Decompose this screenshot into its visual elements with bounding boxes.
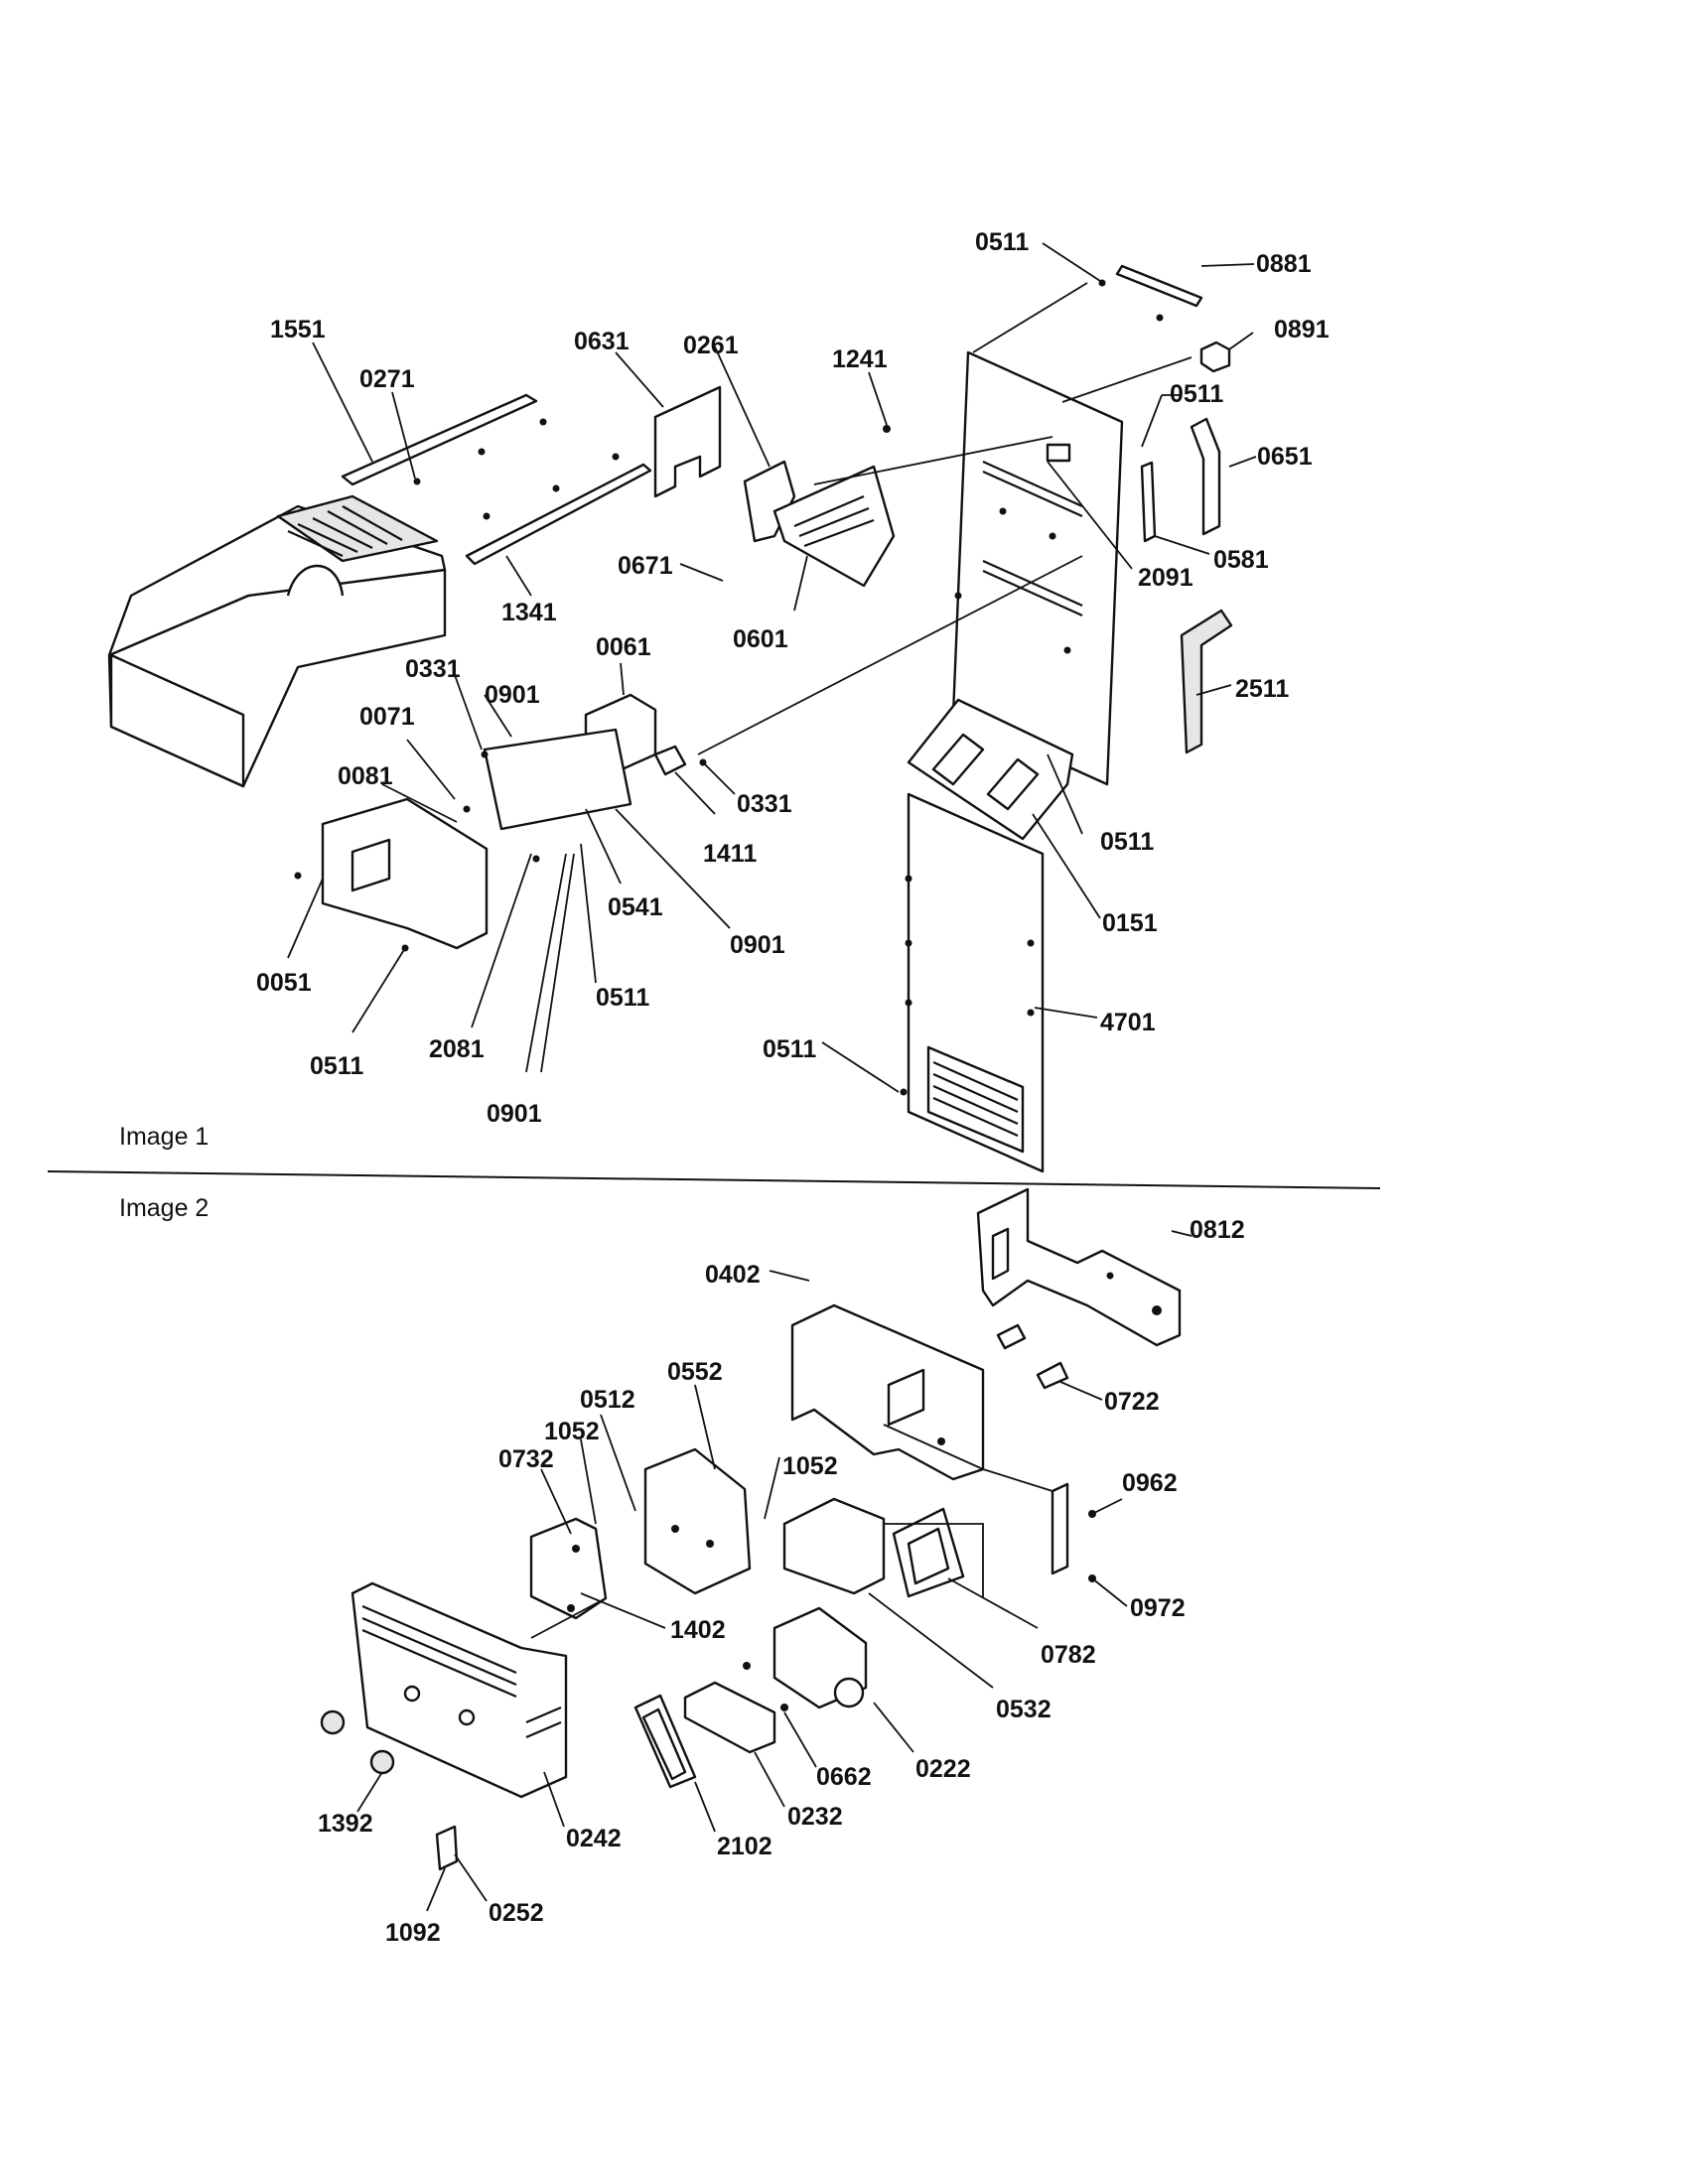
part-0631 xyxy=(653,385,722,498)
callout-0071: 0071 xyxy=(359,703,415,731)
callout-2081: 2081 xyxy=(429,1035,485,1063)
callout-1402: 1402 xyxy=(670,1616,726,1644)
callout-0901: 0901 xyxy=(487,1100,542,1128)
callout-1241: 1241 xyxy=(832,345,888,373)
callout-0671: 0671 xyxy=(618,552,673,580)
strip-2511 xyxy=(1180,609,1233,754)
cover-0881 xyxy=(1115,264,1203,308)
bracket-0901 xyxy=(483,728,632,831)
housing-0402 xyxy=(790,1303,985,1481)
callout-0512: 0512 xyxy=(580,1386,635,1414)
callout-1052: 1052 xyxy=(782,1452,838,1480)
callout-0581: 0581 xyxy=(1213,546,1269,574)
callout-1341: 1341 xyxy=(501,599,557,626)
screw-1241 xyxy=(883,425,891,433)
callout-0532: 0532 xyxy=(996,1696,1052,1723)
callout-0552: 0552 xyxy=(667,1358,723,1386)
panel-4701 xyxy=(900,792,1045,1173)
callout-0511: 0511 xyxy=(1100,828,1154,856)
callout-0511: 0511 xyxy=(975,228,1029,256)
callout-0901: 0901 xyxy=(485,681,540,709)
callout-0511: 0511 xyxy=(310,1052,363,1080)
box-0532 xyxy=(782,1497,886,1595)
callout-0651: 0651 xyxy=(1257,443,1313,471)
callout-0151: 0151 xyxy=(1102,909,1158,937)
callout-0061: 0061 xyxy=(596,633,651,661)
callout-0232: 0232 xyxy=(787,1803,843,1831)
housing-0051 xyxy=(294,797,540,952)
callout-0631: 0631 xyxy=(574,328,630,355)
panel-0242 xyxy=(351,1581,568,1799)
callout-0601: 0601 xyxy=(733,625,788,653)
callout-0782: 0782 xyxy=(1041,1641,1096,1669)
callout-0722: 0722 xyxy=(1104,1388,1160,1416)
bracket-0812 xyxy=(976,1187,1182,1347)
strip-0651 xyxy=(1190,417,1221,536)
callout-0261: 0261 xyxy=(683,332,739,359)
callout-0511: 0511 xyxy=(596,984,649,1012)
callout-0222: 0222 xyxy=(915,1755,971,1783)
bracket-0581 xyxy=(1140,461,1157,543)
section-title-image-2: Image 2 xyxy=(119,1194,209,1222)
image-2-section: Image 2 xyxy=(119,1187,1245,1947)
callout-0891: 0891 xyxy=(1274,316,1330,343)
plate-0782-window xyxy=(907,1527,950,1585)
callout-0252: 0252 xyxy=(489,1899,544,1927)
callout-0962: 0962 xyxy=(1122,1469,1178,1497)
bracket-0232 xyxy=(683,1681,776,1754)
image-1-section: 0511 0881 0891 0511 0651 1551 0271 0631 … xyxy=(107,228,1330,1173)
callout-1411: 1411 xyxy=(703,840,757,868)
callout-1092: 1092 xyxy=(385,1919,441,1947)
fitting-1411 xyxy=(653,745,687,776)
pin-0722-a xyxy=(996,1323,1027,1350)
callout-1392: 1392 xyxy=(318,1810,373,1838)
callout-0541: 0541 xyxy=(608,893,663,921)
callout-0242: 0242 xyxy=(566,1825,622,1852)
bracket-0962 xyxy=(1051,1482,1069,1575)
ice-bucket xyxy=(107,494,447,788)
callout-2511: 2511 xyxy=(1235,675,1289,703)
callout-0331: 0331 xyxy=(737,790,792,818)
motor-0222 xyxy=(772,1606,868,1709)
section-divider xyxy=(47,1170,1381,1189)
callout-0972: 0972 xyxy=(1130,1594,1186,1622)
rail-1341 xyxy=(465,453,652,566)
clip-1092 xyxy=(435,1825,459,1871)
callout-0402: 0402 xyxy=(705,1261,761,1289)
callout-0271: 0271 xyxy=(359,365,415,393)
callout-1052: 1052 xyxy=(544,1418,600,1445)
callout-0662: 0662 xyxy=(816,1763,872,1791)
fitting-2091 xyxy=(1046,443,1071,463)
cap-0891 xyxy=(1199,341,1231,373)
callout-0901: 0901 xyxy=(730,931,785,959)
bracket-0552 xyxy=(643,1447,752,1595)
callout-1551: 1551 xyxy=(270,316,326,343)
knob-1392-a xyxy=(320,1709,346,1735)
icemaker-0601 xyxy=(772,465,896,588)
callout-0331: 0331 xyxy=(405,655,461,683)
plate-2102 xyxy=(633,1694,697,1789)
callout-0732: 0732 xyxy=(498,1445,554,1473)
callout-0881: 0881 xyxy=(1256,250,1312,278)
callout-0511: 0511 xyxy=(763,1035,816,1063)
callout-0812: 0812 xyxy=(1190,1216,1245,1244)
callout-2102: 2102 xyxy=(717,1833,772,1860)
callout-0081: 0081 xyxy=(338,762,393,790)
tray-0151 xyxy=(907,698,1074,841)
callout-0511: 0511 xyxy=(1170,380,1223,408)
pin-0722-b xyxy=(1036,1361,1069,1390)
callout-4701: 4701 xyxy=(1100,1009,1156,1036)
section-title-image-1: Image 1 xyxy=(119,1123,209,1151)
knob-1392-b xyxy=(369,1749,395,1775)
callout-2091: 2091 xyxy=(1138,564,1193,592)
rail-1551 xyxy=(341,393,547,486)
callout-0051: 0051 xyxy=(256,969,312,997)
